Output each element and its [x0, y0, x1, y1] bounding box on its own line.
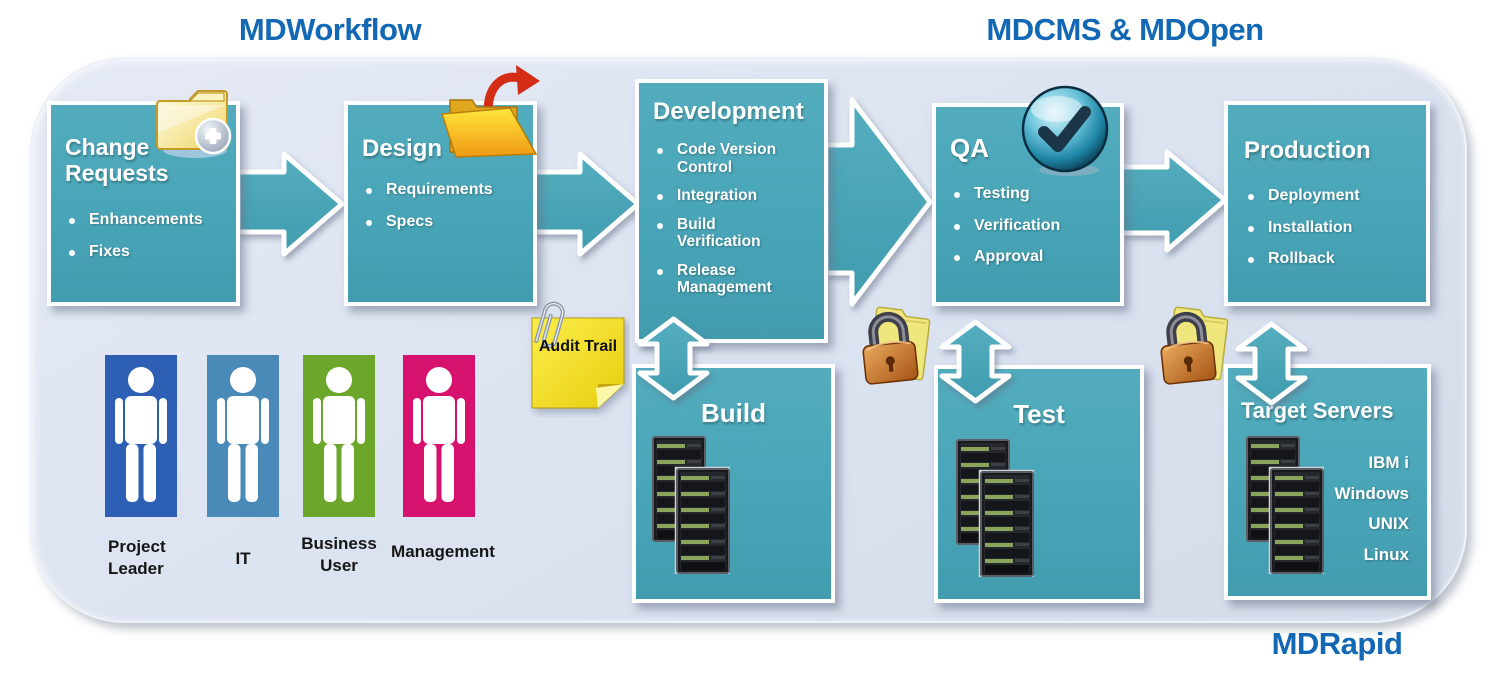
title-mdrapid: MDRapid — [1271, 626, 1403, 661]
role-label-project-leader: Project Leader — [108, 537, 166, 579]
stage-title: Design — [362, 135, 443, 162]
folder-export-icon — [436, 62, 542, 160]
stage-bullets: Code Version Control Integration Build V… — [651, 141, 820, 308]
bullet-item: Approval — [948, 248, 1116, 267]
role-figure-project-leader — [105, 355, 177, 522]
arrow-design-to-development-icon — [532, 151, 642, 257]
role-label-it: IT — [235, 549, 251, 568]
stage-bullets: Testing Verification Approval — [948, 185, 1116, 280]
stage-bullets: Requirements Specs — [360, 181, 529, 244]
bullet-item: Testing — [948, 185, 1116, 204]
role-figure-it — [207, 355, 279, 522]
stage-title: Target Servers — [1241, 398, 1394, 423]
check-badge-icon — [1019, 84, 1113, 178]
arrow-qa-to-production-icon — [1119, 149, 1229, 253]
stage-title: QA — [950, 133, 989, 163]
arrow-production-target-sync-icon — [1235, 321, 1308, 406]
lock-folder-icon — [848, 298, 934, 388]
platform-item: IBM i — [1368, 453, 1409, 472]
test-server-rack-icon — [956, 439, 1034, 582]
audit-trail-note — [526, 296, 630, 418]
stage-title: Build — [701, 398, 766, 428]
bullet-item: Specs — [360, 213, 529, 232]
stage-design: Design Requirements Specs — [344, 101, 537, 306]
arrow-qa-test-sync-icon — [939, 319, 1012, 404]
platform-item: Linux — [1363, 544, 1409, 564]
bullet-item: Enhancements — [63, 211, 232, 230]
bullet-item: Code Version Control — [651, 141, 820, 176]
stage-bullets: Enhancements Fixes — [63, 211, 232, 274]
lock-folder-icon — [1146, 298, 1232, 388]
stage-development: Development Code Version Control Integra… — [635, 79, 828, 343]
platform-list: IBM i Windows UNIX Linux — [1335, 448, 1409, 570]
role-label-business-user: Business User — [301, 534, 377, 576]
stage-title: Development — [653, 98, 804, 125]
bullet-item: Release Management — [651, 262, 820, 297]
arrow-change-to-design-icon — [236, 151, 346, 257]
role-figure-management — [403, 355, 475, 522]
arrow-development-to-qa-icon — [824, 96, 934, 308]
stage-title: Test — [1013, 399, 1065, 429]
bullet-item: Rollback — [1242, 250, 1422, 269]
arrow-development-build-sync-icon — [637, 316, 710, 401]
bullet-item: Build Verification — [651, 216, 820, 251]
audit-trail-label: Audit Trail — [538, 338, 618, 355]
bullet-item: Integration — [651, 187, 820, 205]
stage-bullets: Deployment Installation Rollback — [1242, 187, 1422, 282]
role-figure-business-user — [303, 355, 375, 522]
platform-item: Windows — [1334, 483, 1409, 503]
bullet-item: Verification — [948, 217, 1116, 236]
title-mdcms-mdopen: MDCMS & MDOpen — [986, 12, 1264, 47]
stage-title: Change Requests — [65, 134, 169, 186]
stage-production: Production Deployment Installation Rollb… — [1224, 101, 1430, 306]
title-mdworkflow: MDWorkflow — [238, 12, 422, 47]
bullet-item: Fixes — [63, 243, 232, 262]
role-label-management: Management — [391, 542, 495, 561]
stage-target-servers: Target Servers IBM i Windows UNIX Linux — [1224, 364, 1431, 600]
folder-plus-icon — [147, 80, 241, 162]
bullet-item: Requirements — [360, 181, 529, 200]
bullet-item: Deployment — [1242, 187, 1422, 206]
target-server-rack-icon — [1246, 436, 1324, 579]
platform-item: UNIX — [1368, 514, 1409, 533]
bullet-item: Installation — [1242, 219, 1422, 238]
stage-title: Production — [1244, 137, 1371, 164]
build-server-rack-icon — [652, 436, 730, 579]
